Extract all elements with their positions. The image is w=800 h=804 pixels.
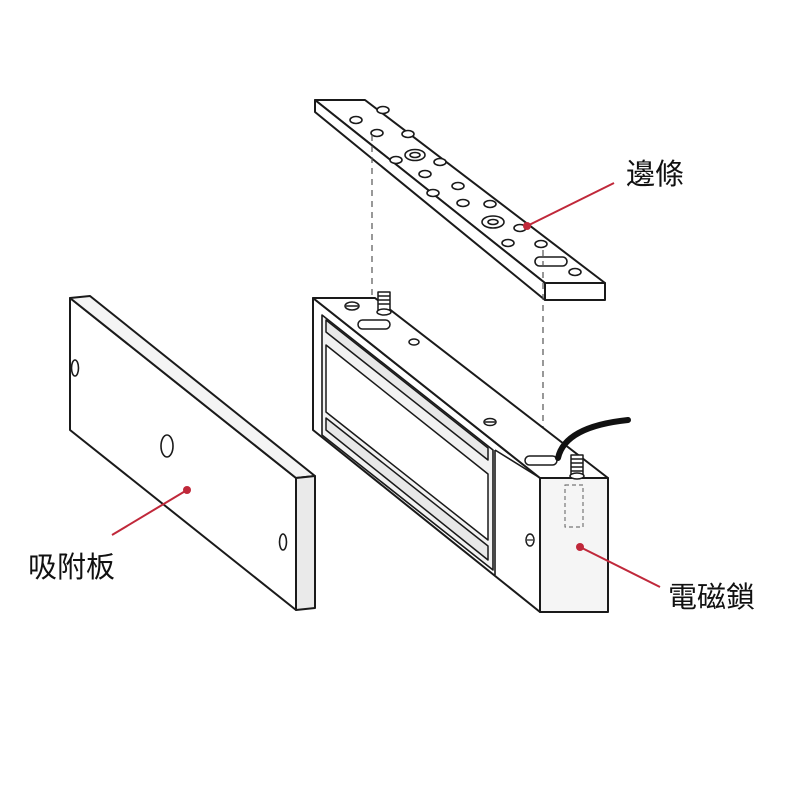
leader-dot-lock xyxy=(576,543,584,551)
magnetic-lock-part xyxy=(312,291,609,613)
leader-dot-bracket xyxy=(523,222,531,230)
bracket-holes xyxy=(349,105,582,277)
bracket-side-face xyxy=(544,282,606,301)
armature-holes xyxy=(70,359,288,551)
bracket-part xyxy=(314,99,606,301)
lock-coil-strip-middle xyxy=(325,344,489,541)
lock-hidden-stud xyxy=(564,484,584,528)
lock-coil-strip-lower xyxy=(325,417,489,561)
bracket-top-face xyxy=(314,99,606,284)
lock-coil-strip-upper xyxy=(325,319,489,461)
magnetic-lock-label: 電磁鎖 xyxy=(668,580,756,614)
bracket-end-face xyxy=(314,99,546,301)
leader-line-bracket xyxy=(526,182,615,227)
lock-end-face xyxy=(539,477,609,613)
armature-end-face xyxy=(295,475,316,611)
lock-threaded-stud-right xyxy=(569,454,585,480)
alignment-guides xyxy=(371,135,544,460)
lock-threaded-stud-left xyxy=(376,291,392,316)
lock-power-cable xyxy=(555,417,631,461)
leader-line-lock xyxy=(579,546,661,588)
bracket-label: 邊條 xyxy=(626,157,685,191)
leader-dot-armature xyxy=(183,486,191,494)
armature-plate-label: 吸附板 xyxy=(28,550,116,584)
leader-lines xyxy=(111,182,661,588)
lock-top-screws xyxy=(344,301,558,466)
leader-line-armature xyxy=(111,489,188,536)
armature-plate-part xyxy=(69,295,316,611)
